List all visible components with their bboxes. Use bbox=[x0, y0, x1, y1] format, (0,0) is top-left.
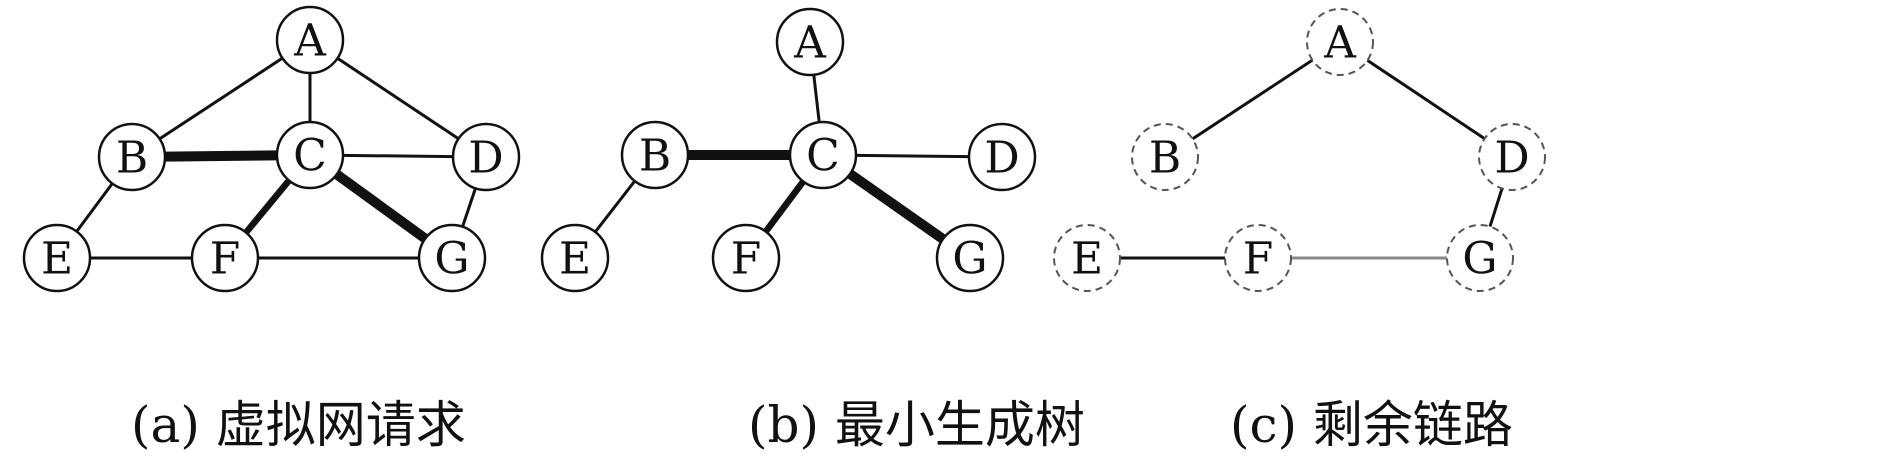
node-circle bbox=[620, 120, 690, 190]
node-label: D bbox=[468, 133, 503, 184]
node-circle bbox=[275, 120, 345, 190]
node-label: A bbox=[1323, 18, 1357, 69]
node-b: B bbox=[97, 122, 167, 192]
node-label: B bbox=[639, 131, 671, 182]
node-label: B bbox=[1149, 133, 1181, 184]
node-d: D bbox=[1478, 123, 1546, 191]
node-label: G bbox=[952, 234, 987, 285]
node-circle bbox=[97, 122, 167, 192]
caption-panel-c: (c) 剩余链路 bbox=[1230, 396, 1513, 454]
node-d: D bbox=[967, 122, 1037, 192]
panel-a-virtual-network-request: A B C D E F G bbox=[22, 5, 521, 293]
node-circle bbox=[417, 223, 487, 293]
edge-a-d bbox=[1338, 40, 1514, 159]
node-label: F bbox=[1243, 234, 1274, 285]
node-circle bbox=[1224, 224, 1292, 292]
node-circle bbox=[275, 5, 345, 75]
node-label: E bbox=[41, 234, 73, 285]
node-label: E bbox=[1071, 234, 1103, 285]
node-label: D bbox=[1494, 133, 1529, 184]
node-e: E bbox=[540, 223, 610, 293]
node-label: F bbox=[731, 234, 762, 285]
node-circle bbox=[967, 122, 1037, 192]
node-circle bbox=[190, 223, 260, 293]
node-g: G bbox=[417, 223, 487, 293]
node-a: A bbox=[775, 7, 845, 77]
node-circle bbox=[22, 223, 92, 293]
node-d: D bbox=[451, 122, 521, 192]
panel-b-minimum-spanning-tree: A B C D E F G bbox=[540, 7, 1037, 293]
node-f: F bbox=[1224, 224, 1292, 292]
panel-c-remaining-links: A B D E F G bbox=[1053, 8, 1546, 292]
node-circle bbox=[1306, 8, 1374, 76]
node-circle bbox=[1131, 123, 1199, 191]
node-f: F bbox=[711, 223, 781, 293]
node-e: E bbox=[22, 223, 92, 293]
node-circle bbox=[1478, 123, 1546, 191]
node-c: C bbox=[788, 120, 858, 190]
node-circle bbox=[540, 223, 610, 293]
node-a: A bbox=[275, 5, 345, 75]
node-circle bbox=[775, 7, 845, 77]
node-f: F bbox=[190, 223, 260, 293]
node-circle bbox=[788, 120, 858, 190]
node-label: A bbox=[793, 18, 827, 69]
caption-panel-b: (b) 最小生成树 bbox=[748, 396, 1085, 454]
node-g: G bbox=[1446, 224, 1514, 292]
node-label: E bbox=[559, 234, 591, 285]
node-label: C bbox=[806, 131, 840, 182]
node-label: A bbox=[293, 16, 327, 67]
edge-a-d bbox=[308, 38, 488, 159]
node-label: C bbox=[293, 131, 327, 182]
edge-a-b bbox=[1163, 40, 1342, 159]
node-circle bbox=[451, 122, 521, 192]
node-label: D bbox=[984, 133, 1019, 184]
caption-panel-a: (a) 虚拟网请求 bbox=[131, 396, 466, 454]
node-b: B bbox=[1131, 123, 1199, 191]
node-g: G bbox=[935, 223, 1005, 293]
node-circle bbox=[1053, 224, 1121, 292]
node-label: B bbox=[116, 133, 148, 184]
node-circle bbox=[711, 223, 781, 293]
node-e: E bbox=[1053, 224, 1121, 292]
node-a: A bbox=[1306, 8, 1374, 76]
node-circle bbox=[1446, 224, 1514, 292]
node-label: G bbox=[434, 234, 469, 285]
edge-a-b bbox=[130, 38, 312, 159]
node-circle bbox=[935, 223, 1005, 293]
node-label: G bbox=[1462, 234, 1497, 285]
node-b: B bbox=[620, 120, 690, 190]
node-c: C bbox=[275, 120, 345, 190]
node-label: F bbox=[210, 234, 241, 285]
